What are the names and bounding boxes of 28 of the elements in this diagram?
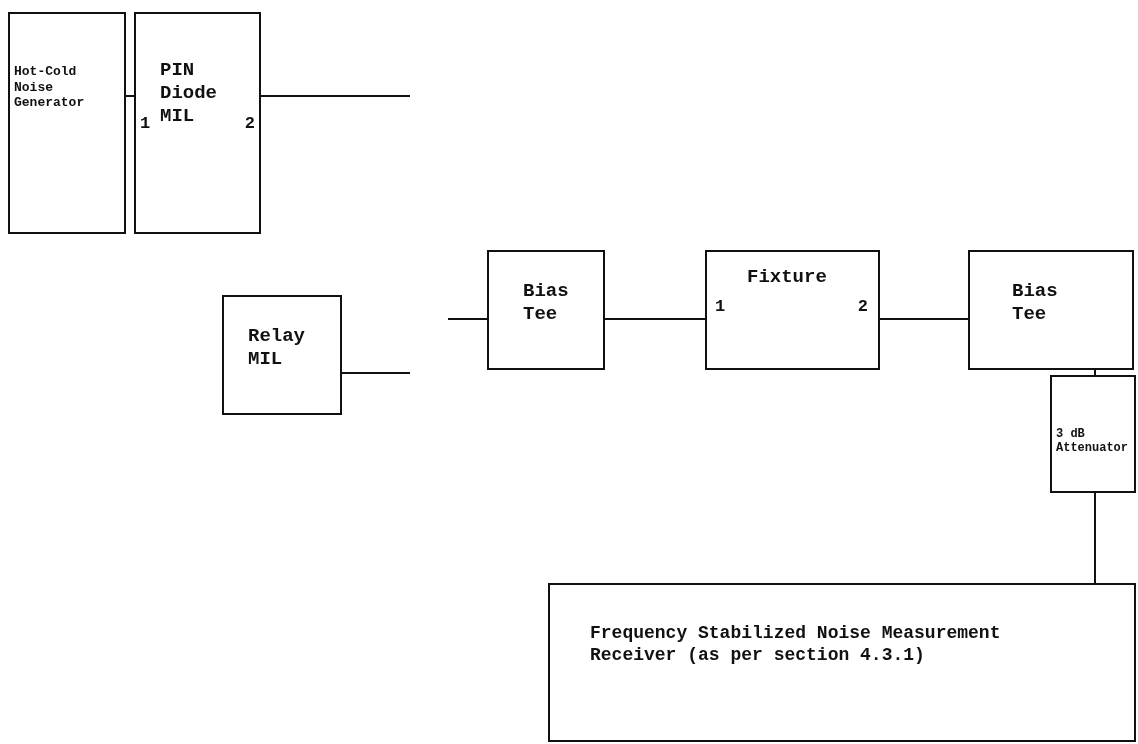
block-label: Relay MIL <box>248 325 306 371</box>
connector-line <box>125 95 135 97</box>
block-box <box>705 250 880 370</box>
block-label: PIN Diode MIL <box>160 59 218 128</box>
port-number: 1 <box>715 297 726 316</box>
block-label: Fixture <box>747 266 828 289</box>
port-number: 2 <box>857 297 868 316</box>
block-box <box>8 12 126 234</box>
connector-line <box>447 318 488 320</box>
block-box <box>222 295 342 415</box>
connector-line <box>1094 369 1096 376</box>
block-label: 3 dB Attenuator <box>1056 427 1129 456</box>
connector-line <box>341 372 411 374</box>
block-label: Frequency Stabilized Noise Measurement Receiver (as per section 4.3.1) <box>590 623 1002 667</box>
connector-line <box>604 318 706 320</box>
block-box <box>968 250 1134 370</box>
connector-line <box>260 95 411 97</box>
block-box <box>1050 375 1136 493</box>
port-number: 1 <box>140 114 151 133</box>
connector-line <box>879 318 969 320</box>
block-box <box>487 250 605 370</box>
connector-line <box>1094 492 1096 584</box>
block-label: Bias Tee <box>1012 280 1059 326</box>
block-box <box>134 12 261 234</box>
port-number: 2 <box>244 114 255 133</box>
block-box <box>548 583 1136 742</box>
block-label: Bias Tee <box>523 280 570 326</box>
block-label: Hot-Cold Noise Generator <box>14 64 86 111</box>
